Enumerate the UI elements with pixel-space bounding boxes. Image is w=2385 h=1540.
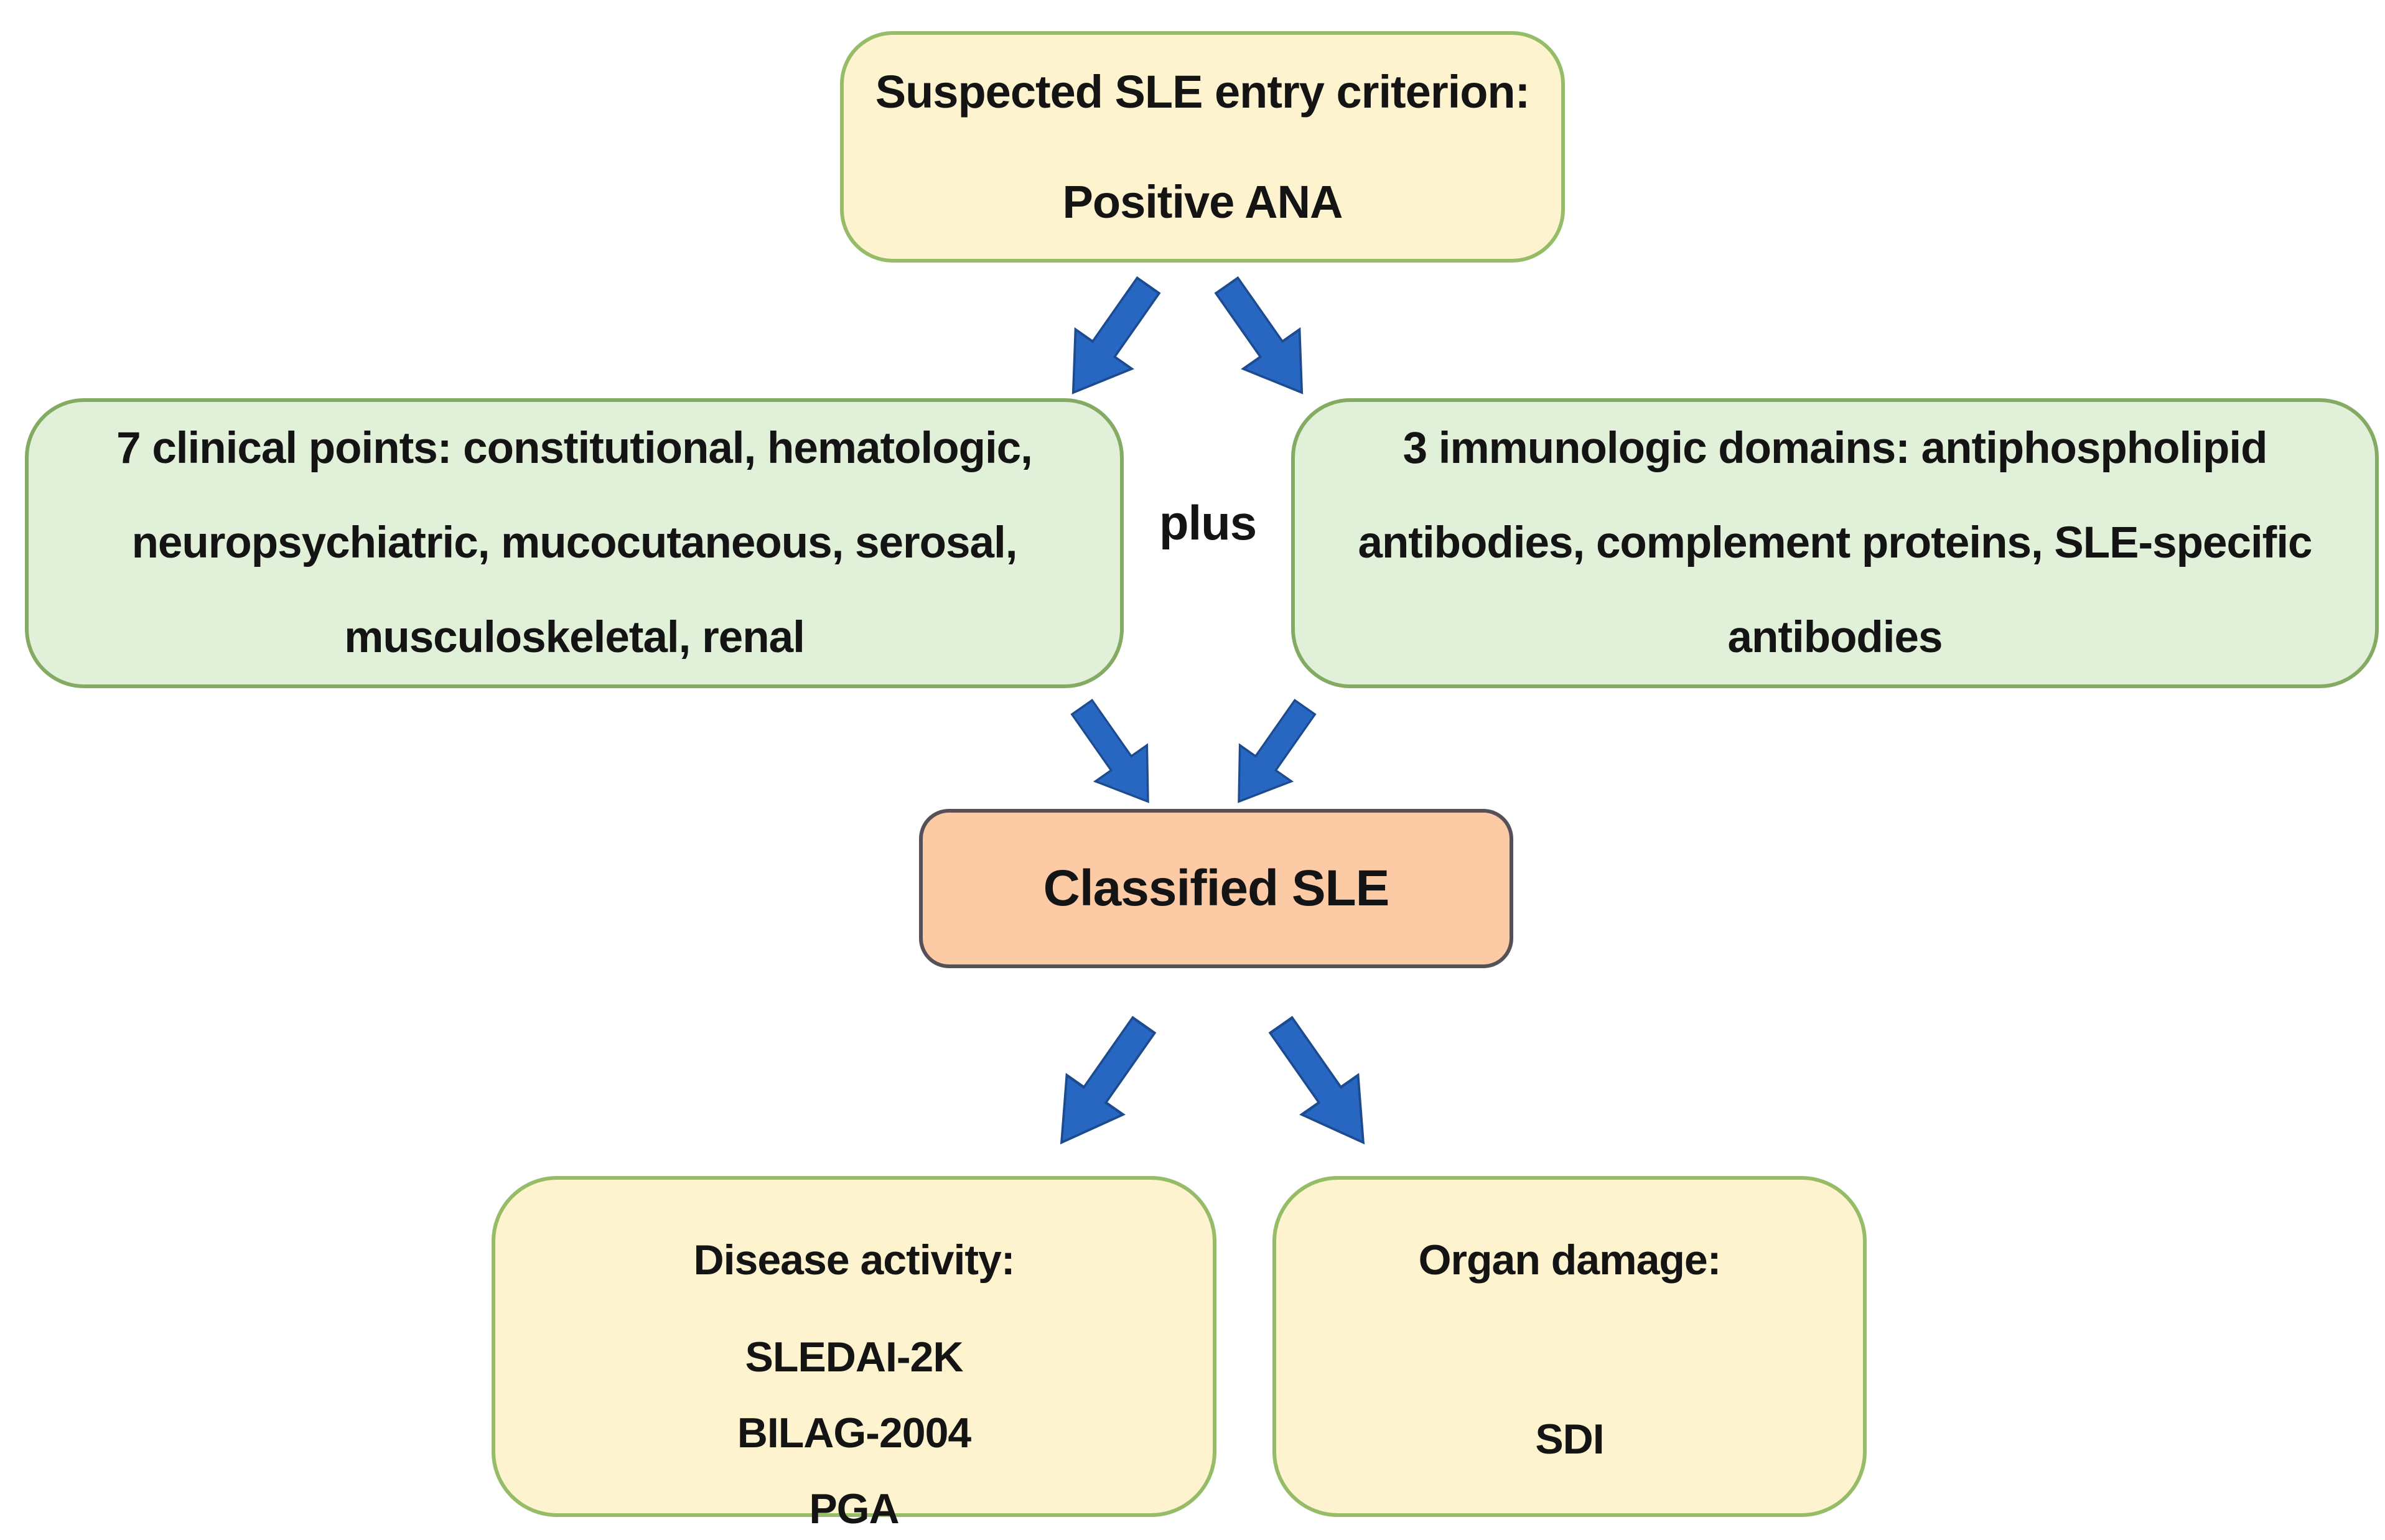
arrow-down-right-icon bbox=[1214, 274, 1304, 404]
disease-activity-heading: Disease activity: bbox=[693, 1236, 1015, 1284]
arrow-down-right-icon bbox=[1070, 697, 1149, 812]
immunologic-line2: antibodies, complement proteins, SLE-spe… bbox=[1358, 518, 2312, 567]
clinical-line3: musculoskeletal, renal bbox=[344, 613, 805, 662]
arrow-down-left-icon bbox=[1060, 1012, 1157, 1155]
arrow-down-right-icon bbox=[1268, 1012, 1365, 1155]
arrow-down-left-icon bbox=[1238, 697, 1317, 812]
disease-activity-item: PGA bbox=[809, 1485, 899, 1533]
classified-sle-label: Classified SLE bbox=[1043, 860, 1390, 917]
organ-damage-box: Organ damage: SDI bbox=[1272, 1176, 1867, 1517]
disease-activity-box: Disease activity: SLEDAI-2K BILAG-2004 P… bbox=[492, 1176, 1216, 1533]
disease-activity-list: SLEDAI-2K BILAG-2004 PGA bbox=[737, 1333, 971, 1533]
organ-damage-heading: Organ damage: bbox=[1418, 1236, 1722, 1284]
classified-sle-box: Classified SLE bbox=[919, 809, 1513, 968]
arrow-down-left-icon bbox=[1071, 274, 1161, 404]
immunologic-domains-box: 3 immunologic domains: antiphospholipid … bbox=[1291, 398, 2379, 688]
entry-criterion-line1: Suspected SLE entry criterion: bbox=[875, 66, 1530, 118]
disease-activity-item: SLEDAI-2K bbox=[745, 1333, 964, 1381]
clinical-line1: 7 clinical points: constitutional, hemat… bbox=[116, 424, 1033, 473]
organ-damage-item: SDI bbox=[1535, 1416, 1604, 1463]
immunologic-line3: antibodies bbox=[1727, 613, 1943, 662]
plus-connector-label: plus bbox=[1159, 495, 1257, 550]
disease-activity-item: BILAG-2004 bbox=[737, 1409, 971, 1457]
entry-criterion-box: Suspected SLE entry criterion: Positive … bbox=[840, 31, 1565, 263]
clinical-line2: neuropsychiatric, mucocutaneous, serosal… bbox=[131, 518, 1018, 567]
immunologic-line1: 3 immunologic domains: antiphospholipid bbox=[1403, 424, 2268, 473]
entry-criterion-line2: Positive ANA bbox=[1062, 176, 1343, 228]
clinical-domains-box: 7 clinical points: constitutional, hemat… bbox=[25, 398, 1124, 688]
